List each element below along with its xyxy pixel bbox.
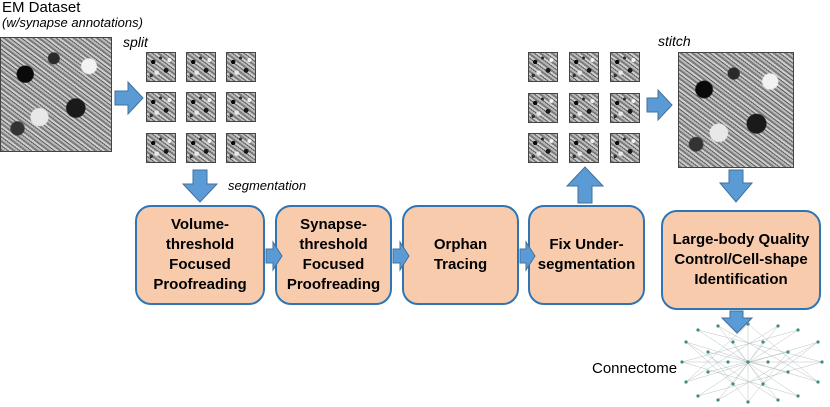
stitched-em-image (678, 52, 794, 168)
em-tile (569, 52, 599, 82)
em-tile (528, 93, 558, 123)
em-tile (186, 52, 216, 82)
split-label: split (123, 34, 148, 50)
em-tile (186, 133, 216, 163)
step-volume-threshold: Volume- threshold Focused Proofreading (135, 205, 265, 305)
dataset-subtitle: (w/synapse annotations) (2, 15, 143, 30)
connectome-label: Connectome (592, 360, 678, 377)
stitch-label: stitch (658, 33, 691, 49)
em-tile (226, 133, 256, 163)
em-tile (569, 133, 599, 163)
em-tile (610, 133, 640, 163)
step-fix-undersegmentation: Fix Under- segmentation (528, 205, 645, 305)
arrow-right-step3 (519, 240, 536, 272)
em-tile (610, 93, 640, 123)
em-tile (146, 133, 176, 163)
arrow-down-connectome (720, 310, 754, 334)
em-tile (610, 52, 640, 82)
em-tile (226, 52, 256, 82)
arrow-up-stitch (565, 166, 605, 204)
em-tile (528, 52, 558, 82)
graph-nodes (680, 322, 824, 404)
step-orphan-tracing: Orphan Tracing (402, 205, 519, 305)
connectome-graph (680, 322, 824, 404)
arrow-right-split (114, 80, 144, 116)
step-large-body-qc: Large-body Quality Control/Cell-shape Id… (661, 210, 821, 310)
arrow-down-qc (718, 169, 754, 203)
em-tile (226, 92, 256, 122)
em-tile (146, 52, 176, 82)
em-tile (146, 92, 176, 122)
segmentation-label: segmentation (228, 178, 307, 193)
arrow-right-step2 (392, 240, 410, 272)
graph-edges (681, 323, 823, 403)
arrow-right-stitch (646, 88, 673, 122)
arrow-right-step1 (265, 240, 283, 272)
dataset-title: EM Dataset (2, 0, 81, 16)
em-tile (569, 93, 599, 123)
em-tile (186, 92, 216, 122)
arrow-down-segmentation (181, 169, 219, 203)
em-dataset-image (0, 37, 112, 152)
em-tile (528, 133, 558, 163)
